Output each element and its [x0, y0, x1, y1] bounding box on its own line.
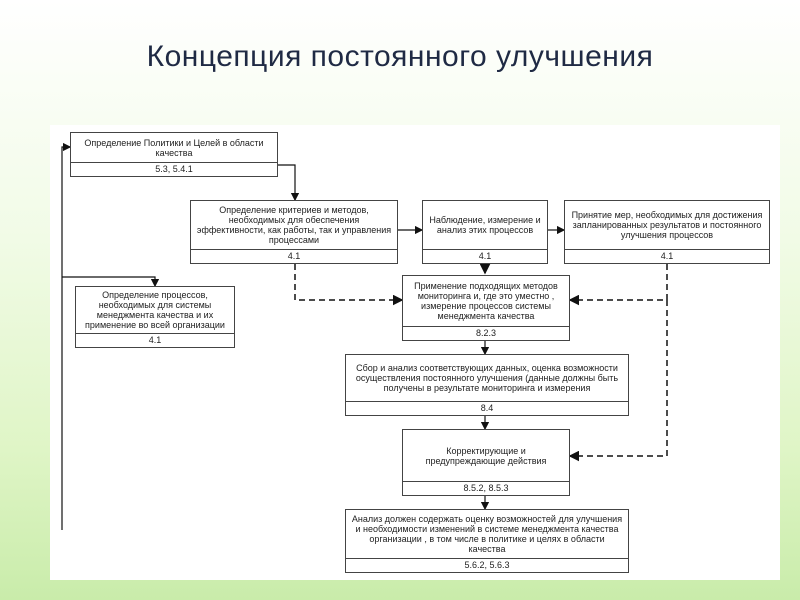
- box-measures-ref: 4.1: [565, 249, 769, 263]
- box-monitoring-text: Применение подходящих методов мониторинг…: [414, 281, 558, 321]
- arrow-feedback-to-processes: [62, 276, 160, 288]
- box-corrective-text: Корректирующие и предупреждающие действи…: [425, 445, 547, 466]
- box-processes-text: Определение процессов, необходимых для с…: [85, 290, 225, 330]
- box-measures-text: Принятие мер, необходимых для достижения…: [571, 210, 763, 240]
- box-collection-text: Сбор и анализ соответствующих данных, оц…: [355, 363, 619, 393]
- box-corrective-ref: 8.5.2, 8.5.3: [403, 481, 569, 495]
- box-policy-text: Определение Политики и Целей в области к…: [84, 137, 264, 158]
- box-observation: Наблюдение, измерение и анализ этих проц…: [422, 200, 548, 264]
- box-analysis: Анализ должен содержать оценку возможнос…: [345, 509, 629, 573]
- slide-title: Концепция постоянного улучшения: [146, 40, 654, 73]
- connector-lines: [61, 142, 668, 530]
- box-processes: Определение процессов, необходимых для с…: [75, 286, 235, 348]
- box-monitoring: Применение подходящих методов мониторинг…: [402, 275, 570, 341]
- dashed-criteria-to-monitoring: [294, 264, 404, 306]
- box-criteria-ref: 4.1: [191, 249, 397, 263]
- dashed-measures-to-corrective: [568, 300, 668, 462]
- arrow-policy-to-criteria: [278, 164, 300, 202]
- dashed-measures-to-monitoring: [568, 264, 668, 306]
- flow-diagram: Определение Политики и Целей в области к…: [50, 125, 780, 580]
- box-analysis-text: Анализ должен содержать оценку возможнос…: [351, 514, 623, 554]
- box-collection: Сбор и анализ соответствующих данных, оц…: [345, 354, 629, 416]
- box-collection-ref: 8.4: [346, 401, 628, 415]
- box-corrective: Корректирующие и предупреждающие действи…: [402, 429, 570, 496]
- feedback-loop-line: [61, 142, 72, 530]
- box-criteria: Определение критериев и методов, необход…: [190, 200, 398, 264]
- box-policy: Определение Политики и Целей в области к…: [70, 132, 278, 177]
- box-observation-text: Наблюдение, измерение и анализ этих проц…: [429, 215, 541, 235]
- box-processes-ref: 4.1: [76, 333, 234, 347]
- box-criteria-text: Определение критериев и методов, необход…: [196, 205, 392, 245]
- box-observation-ref: 4.1: [423, 249, 547, 263]
- box-policy-ref: 5.3, 5.4.1: [71, 162, 277, 176]
- box-monitoring-ref: 8.2.3: [403, 326, 569, 340]
- box-measures: Принятие мер, необходимых для достижения…: [564, 200, 770, 264]
- box-analysis-ref: 5.6.2, 5.6.3: [346, 558, 628, 572]
